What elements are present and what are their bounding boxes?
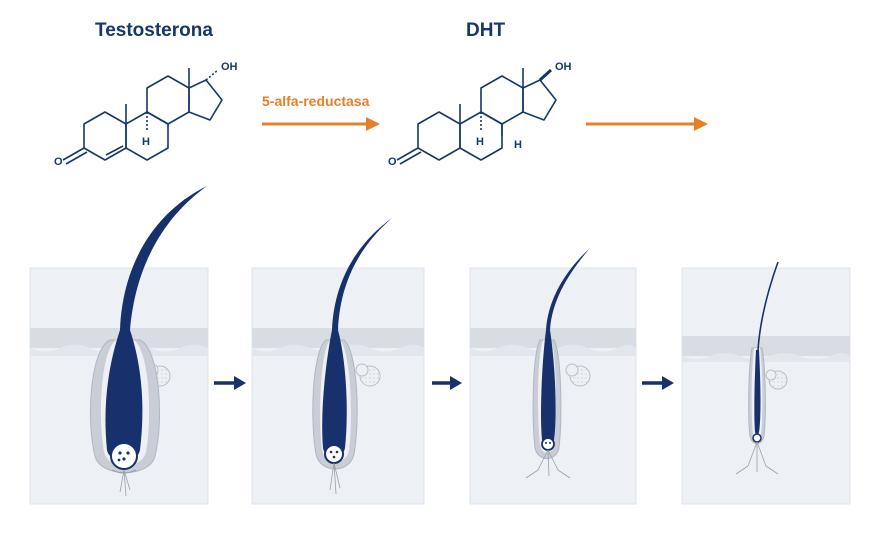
follicle-panel-stage-2: [251, 218, 425, 505]
hydrogen-label: H: [142, 136, 150, 148]
follicle-panel-stage-1: [29, 186, 209, 505]
arrow-right-icon: [214, 376, 246, 390]
dht-molecule-icon: [396, 68, 557, 165]
hair-follicle-icon: [754, 350, 761, 435]
follicle-panel-stage-4: [681, 261, 851, 505]
hydrogen-label: H: [476, 136, 484, 148]
hair-shaft-icon: [120, 186, 207, 330]
hydrogen-label: H: [514, 139, 522, 151]
enzyme-arrow-icon: [262, 117, 380, 131]
hair-follicle-icon: [541, 330, 556, 446]
hair-shaft-icon: [332, 218, 392, 330]
testosterone-title: Testosterona: [95, 20, 213, 41]
oxygen-atom-label: O: [388, 156, 397, 168]
hair-follicle-icon: [105, 330, 143, 462]
oxygen-atom-label: O: [54, 156, 63, 168]
dermal-papilla-icon: [541, 437, 555, 451]
arrow-right-icon: [642, 376, 674, 390]
hair-shaft-icon: [546, 248, 590, 330]
hydroxyl-label: OH: [555, 61, 572, 73]
dht-title: DHT: [466, 20, 506, 41]
effect-arrow-icon: [586, 117, 708, 131]
dermal-papilla-icon: [324, 444, 344, 464]
dermal-papilla-icon: [110, 442, 138, 470]
arrow-right-icon: [432, 376, 462, 390]
hair-shaft-icon: [757, 261, 779, 351]
hydroxyl-label: OH: [221, 61, 238, 73]
enzyme-label: 5-alfa-reductasa: [262, 93, 370, 109]
follicle-panel-stage-3: [469, 248, 637, 505]
testosterone-molecule-icon: [62, 68, 223, 165]
dermal-papilla-icon: [752, 433, 762, 443]
hair-follicle-icon: [322, 330, 347, 457]
